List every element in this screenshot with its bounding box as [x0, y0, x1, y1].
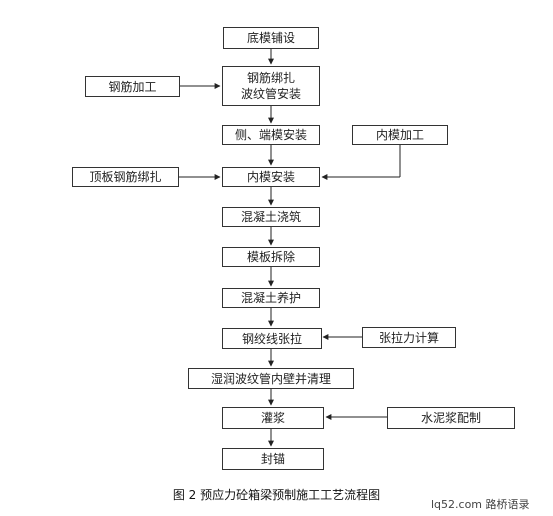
step-box-10: 灌浆 — [222, 407, 324, 429]
step-box-11: 封锚 — [222, 448, 324, 470]
step-box-8: 钢绞线张拉 — [222, 328, 322, 349]
side-box-inner-mold-processing: 内模加工 — [352, 125, 448, 145]
step-box-6: 模板拆除 — [222, 247, 320, 267]
step-box-3: 侧、端模安装 — [222, 125, 320, 145]
step-box-7: 混凝土养护 — [222, 288, 320, 308]
step-box-4: 内模安装 — [222, 167, 320, 187]
watermark-text: lq52.com 路桥语录 — [431, 498, 530, 511]
step-box-1: 底模铺设 — [223, 27, 319, 49]
step-box-5: 混凝土浇筑 — [222, 207, 320, 227]
side-box-grout-mixing: 水泥浆配制 — [387, 407, 515, 429]
side-box-tension-calc: 张拉力计算 — [362, 327, 456, 348]
step-box-9: 湿润波纹管内壁并清理 — [188, 368, 354, 389]
side-box-top-slab-rebar: 顶板钢筋绑扎 — [72, 167, 179, 187]
side-box-steel-processing: 钢筋加工 — [85, 76, 180, 97]
step-box-2: 钢筋绑扎 波纹管安装 — [222, 66, 320, 106]
figure-caption: 图 2 预应力砼箱梁预制施工工艺流程图 — [172, 488, 381, 502]
